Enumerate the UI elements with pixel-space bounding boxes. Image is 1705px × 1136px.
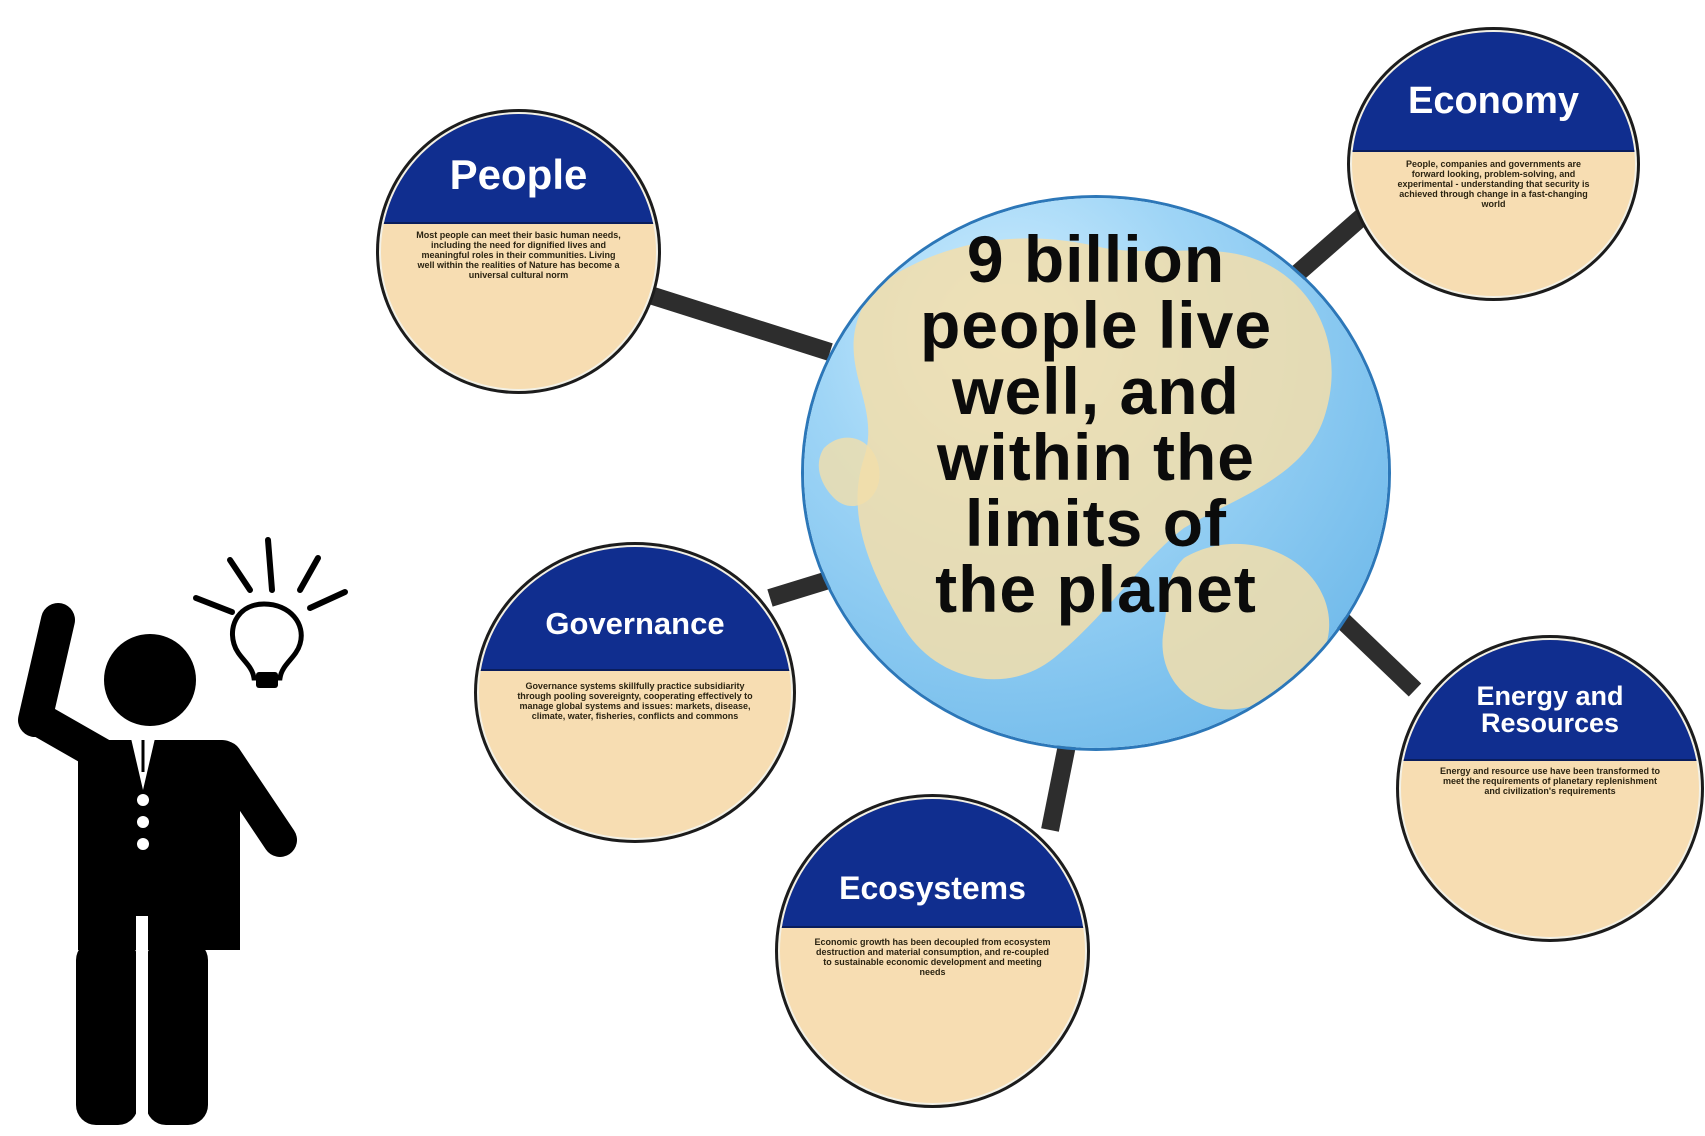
node-energy-resources: Energy and Resources Energy and resource… <box>1399 638 1701 939</box>
node-governance-text: Governance systems skillfully practice s… <box>517 681 753 722</box>
node-governance-header: Governance <box>479 547 791 671</box>
node-ecosystems-title: Ecosystems <box>839 870 1026 906</box>
node-economy-header: Economy <box>1352 32 1635 152</box>
node-people-title: People <box>449 151 588 198</box>
node-energy-text: Energy and resource use have been transf… <box>1439 766 1661 797</box>
node-ecosystems-header: Ecosystems <box>780 799 1085 928</box>
node-economy: Economy People, companies and government… <box>1350 30 1637 298</box>
central-goal-text: 9 billion people live well, and within t… <box>919 222 1273 626</box>
node-governance: Governance Governance systems skillfully… <box>477 545 793 840</box>
node-people: People Most people can meet their basic … <box>379 112 658 391</box>
node-economy-title: Economy <box>1407 80 1580 122</box>
node-energy-header: Energy and Resources <box>1401 640 1699 761</box>
node-ecosystems-text: Economic growth has been decoupled from … <box>814 937 1051 978</box>
connector-people <box>647 286 833 361</box>
node-people-text: Most people can meet their basic human n… <box>416 230 621 281</box>
node-governance-title: Governance <box>545 606 725 641</box>
continents-map <box>818 238 1332 710</box>
node-ecosystems: Ecosystems Economic growth has been deco… <box>778 797 1087 1105</box>
connector-economy <box>1284 201 1378 287</box>
node-economy-text: People, companies and governments are fo… <box>1397 159 1590 210</box>
globe-center: 9 billion people live well, and within t… <box>804 198 1388 748</box>
node-energy-title: Energy and Resources <box>1476 681 1624 738</box>
node-people-header: People <box>381 114 656 224</box>
